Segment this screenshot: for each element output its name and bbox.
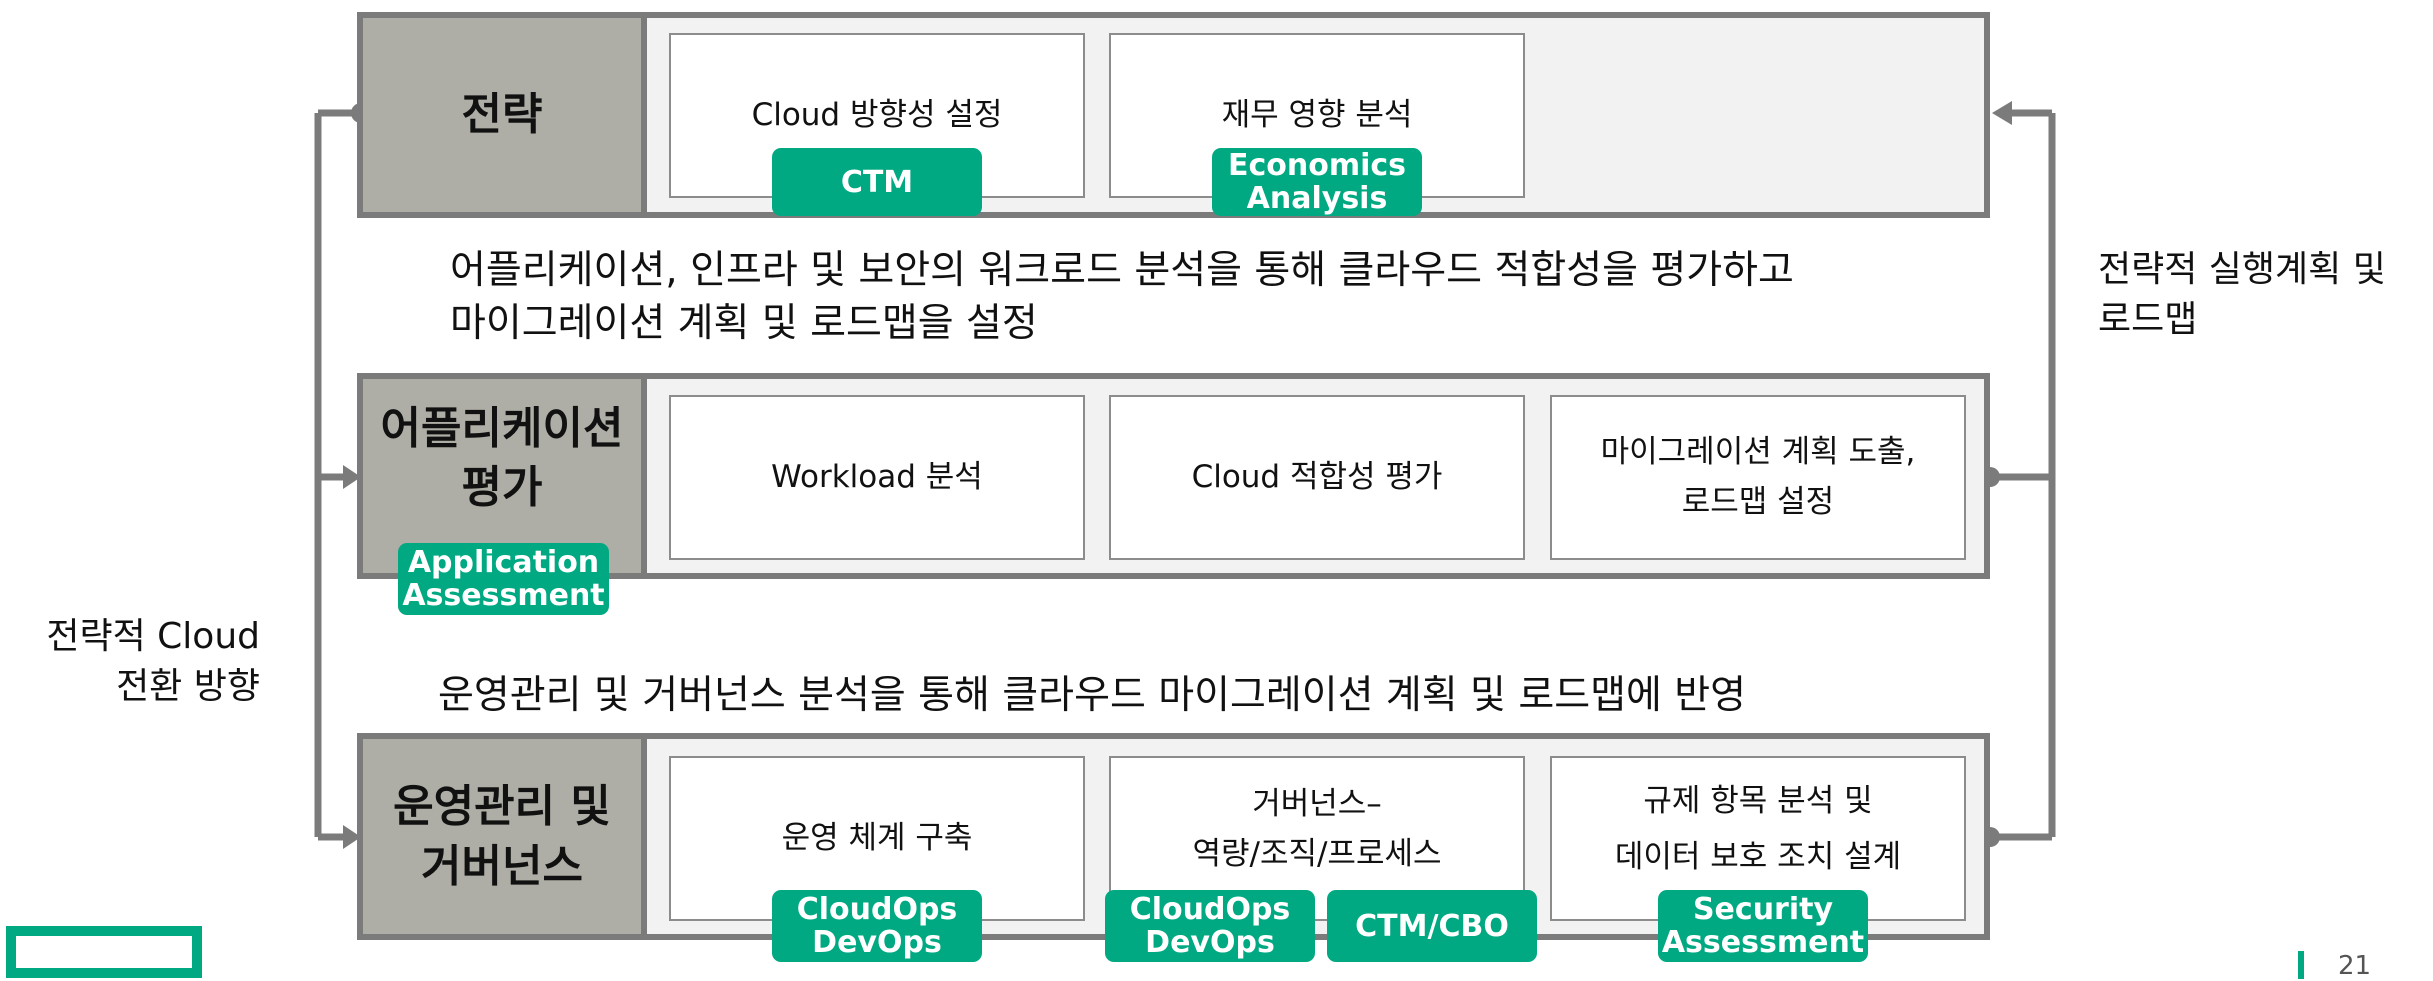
tag-security-assessment: Security Assessment bbox=[1658, 890, 1868, 962]
tag-application-assessment: Application Assessment bbox=[398, 543, 609, 615]
box-migration-roadmap: 마이그레이션 계획 도출, 로드맵 설정 bbox=[1550, 395, 1966, 560]
operations-row-title: 운영관리 및 거버넌스 bbox=[357, 733, 647, 940]
right-side-label: 전략적 실행계획 및 로드맵 bbox=[2098, 249, 2386, 341]
left-side-label: 전략적 Cloud 전환 방향 bbox=[46, 616, 260, 708]
tag-ctm: CTM bbox=[772, 148, 982, 216]
arrow-left-to-operations bbox=[343, 825, 361, 849]
tag-cloudops-devops-1: CloudOps DevOps bbox=[772, 890, 982, 962]
arrow-right-to-strategy bbox=[1992, 101, 2012, 125]
box-workload-analysis: Workload 분석 bbox=[669, 395, 1085, 560]
assessment-description: 어플리케이션, 인프라 및 보안의 워크로드 분석을 통해 클라우드 적합성을 … bbox=[450, 248, 1794, 346]
brand-logo bbox=[6, 926, 202, 978]
box-cloud-direction: Cloud 방향성 설정 bbox=[669, 33, 1085, 198]
box-cloud-suitability: Cloud 적합성 평가 bbox=[1109, 395, 1525, 560]
tag-cloudops-devops-2: CloudOps DevOps bbox=[1105, 890, 1315, 962]
page-number-marker bbox=[2298, 951, 2304, 979]
page-number: 21 bbox=[2338, 951, 2372, 981]
tag-economics-analysis: Economics Analysis bbox=[1212, 148, 1422, 216]
right-feedback-connector bbox=[1990, 109, 2056, 841]
box-operations-system: 운영 체계 구축 bbox=[669, 756, 1085, 921]
arrow-left-to-assessment bbox=[343, 465, 361, 489]
operations-description: 운영관리 및 거버넌스 분석을 통해 클라우드 마이그레이션 계획 및 로드맵에… bbox=[438, 673, 1747, 718]
strategy-row-title: 전략 bbox=[357, 12, 647, 218]
tag-ctm-cbo: CTM/CBO bbox=[1327, 890, 1537, 962]
